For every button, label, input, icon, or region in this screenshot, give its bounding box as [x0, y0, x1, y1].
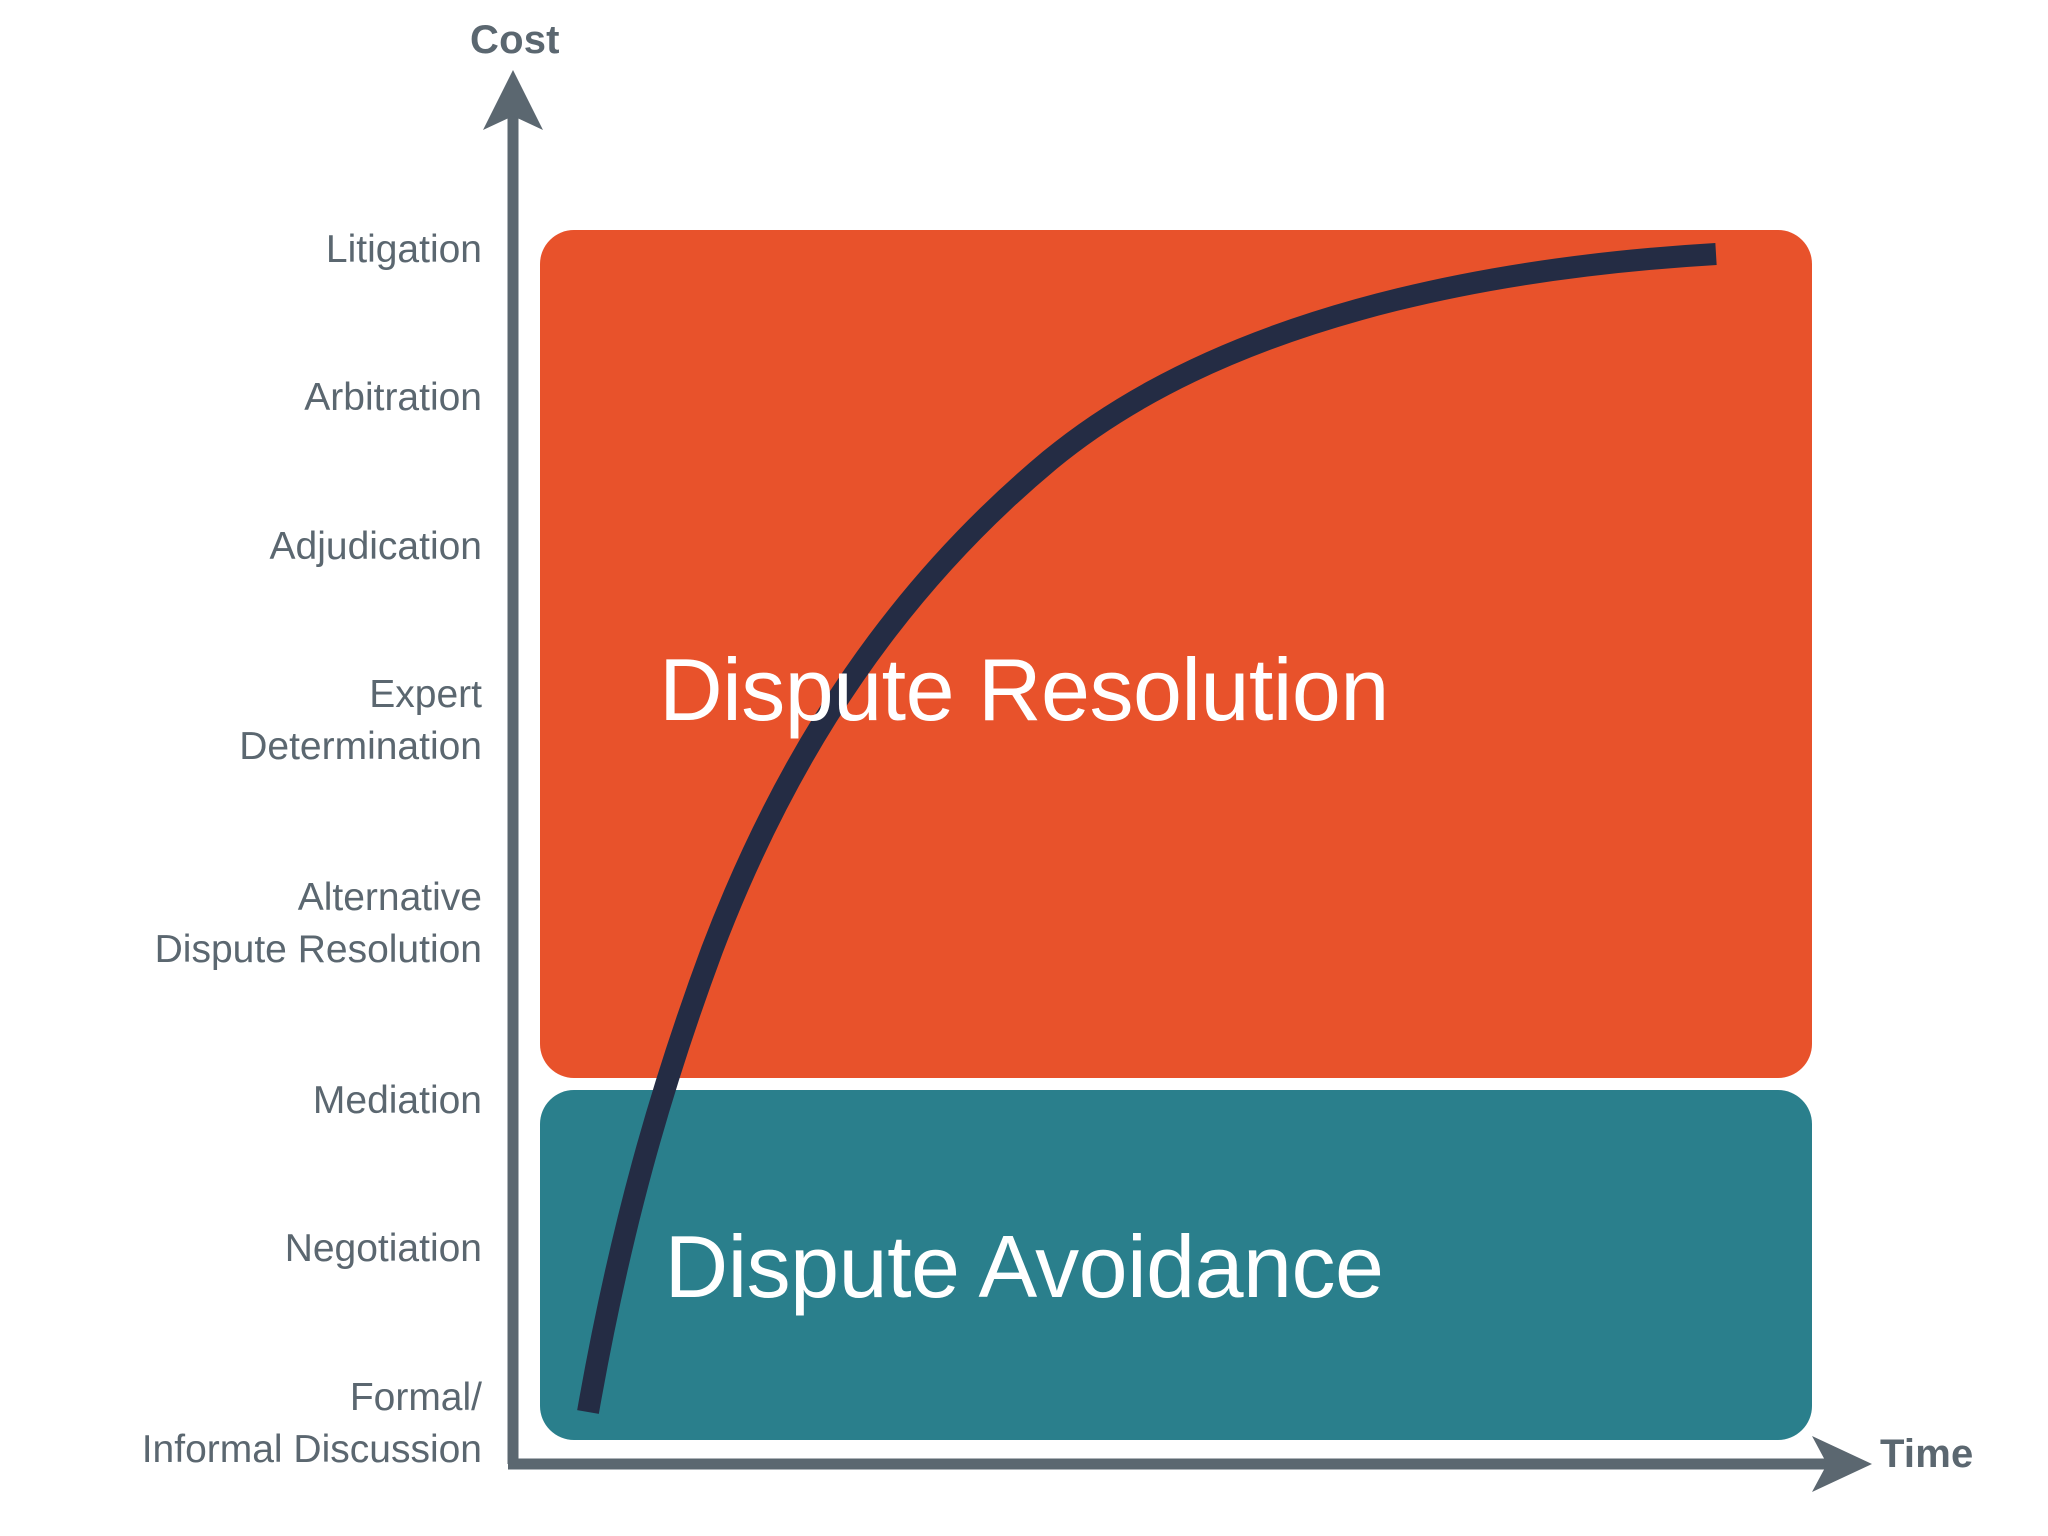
band-label-dispute-avoidance: Dispute Avoidance [664, 1217, 1384, 1316]
y-axis-arrow-icon [483, 70, 543, 130]
y-label-mediation: Mediation [312, 1079, 482, 1122]
x-axis-title: Time [1880, 1432, 1974, 1476]
y-label-adjudication: Adjudication [269, 525, 482, 568]
y-label-formal-informal-discussion: Formal/ Informal Discussion [141, 1376, 482, 1471]
x-axis-arrow-icon [1812, 1436, 1872, 1492]
y-axis-label-group: Litigation Arbitration Adjudication Expe… [0, 0, 482, 1536]
y-axis-title: Cost [470, 18, 560, 62]
y-label-negotiation: Negotiation [284, 1227, 482, 1270]
y-label-arbitration: Arbitration [304, 376, 482, 419]
y-label-litigation: Litigation [325, 228, 482, 271]
y-label-alternative-dispute-resolution: Alternative Dispute Resolution [154, 876, 482, 971]
band-label-dispute-resolution: Dispute Resolution [659, 640, 1389, 739]
y-label-expert-determination: Expert Determination [239, 673, 482, 768]
